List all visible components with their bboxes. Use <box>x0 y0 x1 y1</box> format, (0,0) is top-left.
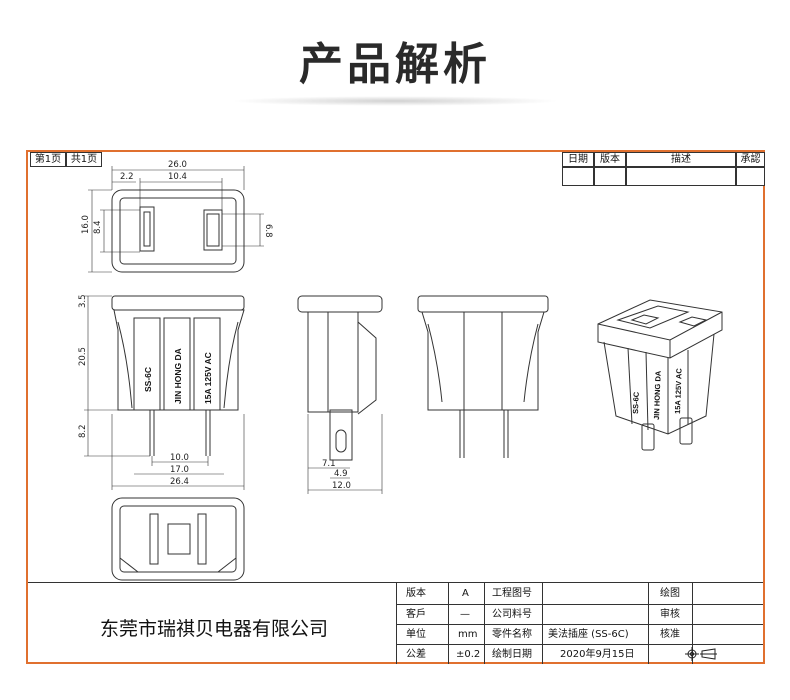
marking-rating-front: 15A 125V AC <box>203 352 213 404</box>
revision-row-description <box>626 167 736 186</box>
revision-row-date <box>562 167 594 186</box>
title-block-row-2 <box>396 624 763 625</box>
marking-model-iso: SS-6C <box>631 391 641 414</box>
side-view-dimension-lines <box>307 414 383 494</box>
dim-side-b: 4.9 <box>334 469 348 479</box>
part-name-label: 零件名称 <box>492 629 532 640</box>
top-view <box>111 189 245 273</box>
date-value: 2020年9月15日 <box>560 649 635 660</box>
title-block-top-border <box>28 582 763 583</box>
drawn-label: 绘图 <box>660 588 680 599</box>
page-title: 产品解析 <box>299 39 491 90</box>
dim-top-inner-height: 8.4 <box>93 220 103 234</box>
dim-body-height: 20.5 <box>78 347 88 366</box>
dim-pin-pitch: 10.0 <box>170 453 189 463</box>
date-label: 绘制日期 <box>492 649 532 660</box>
side-view <box>297 295 383 461</box>
revision-approval-header: 承認 <box>736 152 765 167</box>
revision-row-version <box>594 167 626 186</box>
title-block-divider <box>396 582 397 664</box>
tolerance-label: 公差 <box>406 649 426 660</box>
version-value: A <box>462 588 469 599</box>
customer-label: 客戶 <box>406 609 426 620</box>
title-shadow <box>230 96 560 106</box>
title-block-row-1 <box>396 604 763 605</box>
approve-label: 核准 <box>660 629 680 640</box>
revision-description-header: 描述 <box>626 152 736 167</box>
dim-top-inner: 10.4 <box>168 172 187 182</box>
title-block-col-3 <box>542 582 543 664</box>
part-name-value: 美法插座 (SS-6C) <box>548 629 629 640</box>
title-block-row-3 <box>396 644 763 645</box>
customer-value: — <box>460 609 470 620</box>
dim-side-a: 7.1 <box>322 459 336 469</box>
revision-version-header: 版本 <box>594 152 626 167</box>
dim-flange: 3.5 <box>78 294 88 308</box>
top-view-dimension-lines <box>88 166 264 273</box>
revision-row-approval <box>736 167 765 186</box>
dim-top-height: 16.0 <box>81 215 91 234</box>
version-label: 版本 <box>406 588 426 599</box>
drawing-no-label: 工程图号 <box>492 588 532 599</box>
bottom-view <box>111 497 245 581</box>
back-view <box>417 295 549 458</box>
title-block-col-5 <box>692 582 693 664</box>
page-total-cell: 共1页 <box>66 152 102 167</box>
title-block-col-4 <box>648 582 649 664</box>
tolerance-value: ±0.2 <box>456 649 481 660</box>
drawing-sheet: 第1页 共1页 日期 版本 描述 承認 <box>26 150 765 664</box>
dim-top-width: 26.0 <box>168 160 187 170</box>
dim-clip-width: 17.0 <box>170 465 189 475</box>
dim-top-left-offset: 2.2 <box>120 172 134 182</box>
marking-maker-iso: JIN HONG DA <box>652 370 663 420</box>
unit-label: 单位 <box>406 629 426 640</box>
part-no-label: 公司料号 <box>492 609 532 620</box>
company-name: 东莞市瑞祺贝电器有限公司 <box>100 618 329 640</box>
unit-value: mm <box>458 629 478 640</box>
front-view-dimension-lines <box>84 295 245 490</box>
check-label: 审核 <box>660 609 680 620</box>
dim-side-depth: 12.0 <box>332 481 351 491</box>
marking-model-front: SS-6C <box>143 367 153 392</box>
technical-drawing: 26.0 10.4 2.2 16.0 8.4 6.8 3.5 20.5 8.2 … <box>78 160 723 581</box>
dim-slot-height: 6.8 <box>263 224 273 238</box>
dim-overall-width: 26.4 <box>170 477 189 487</box>
page-number-cell: 第1页 <box>30 152 66 167</box>
isometric-view <box>597 299 723 451</box>
dim-pin-length: 8.2 <box>78 424 88 438</box>
revision-date-header: 日期 <box>562 152 594 167</box>
front-view <box>111 295 245 456</box>
marking-maker-front: JIN HONG DA <box>173 348 183 404</box>
title-block-col-2 <box>484 582 485 664</box>
projection-symbol-icon <box>685 647 717 661</box>
title-block-col-1 <box>448 582 449 664</box>
marking-rating-iso: 15A 125V AC <box>673 367 684 414</box>
